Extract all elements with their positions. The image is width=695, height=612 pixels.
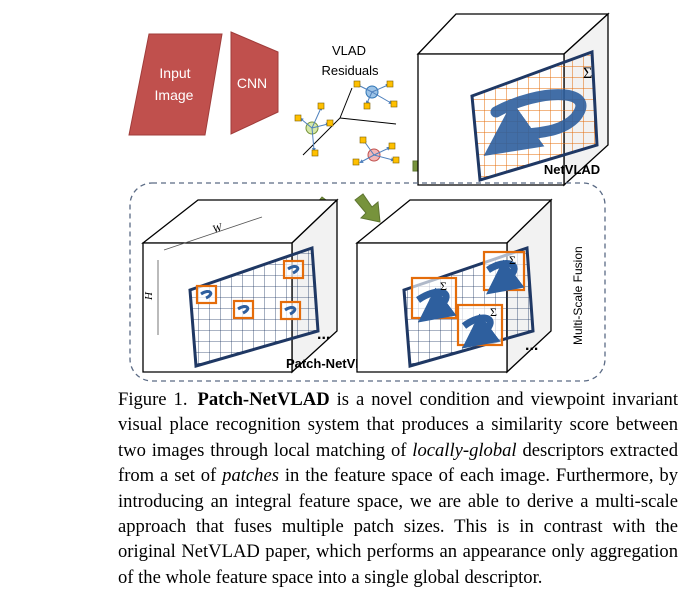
ellipsis-right: ... bbox=[525, 337, 538, 354]
height-label: H bbox=[143, 291, 155, 301]
patch-box-large: Σ Σ Σ ... bbox=[355, 198, 553, 374]
figure-caption: Figure 1. Patch-NetVLAD is a novel condit… bbox=[118, 387, 678, 590]
caption-label: Figure 1. bbox=[118, 389, 188, 410]
sum-symbol-2: Σ bbox=[509, 253, 516, 267]
sum-symbol-1: Σ bbox=[440, 279, 447, 293]
netvlad-label: NetVLAD bbox=[544, 162, 600, 177]
ellipsis-left: ... bbox=[317, 326, 330, 343]
caption-italic-2: patches bbox=[222, 465, 279, 487]
caption-text-3: in the feature space of each image. Furt… bbox=[118, 465, 679, 588]
sum-symbol-3: Σ bbox=[490, 305, 497, 319]
netvlad-box: Σ NetVLAD bbox=[416, 12, 610, 187]
caption-italic-1: locally-global bbox=[412, 439, 517, 461]
caption-bold-term: Patch-NetVLAD bbox=[197, 389, 330, 410]
figure-illustration: Input Image CNN VLAD Residuals bbox=[128, 12, 610, 382]
vlad-label-line2: Residuals bbox=[321, 63, 379, 78]
caption-text-1: is a novel condition and viewpoint invar… bbox=[118, 389, 678, 461]
multiscale-fusion-label: Multi-Scale Fusion bbox=[571, 246, 585, 345]
input-image-block: Input Image bbox=[128, 33, 223, 136]
input-image-label-line1: Input bbox=[159, 65, 190, 81]
arrow-down-right-icon bbox=[354, 193, 381, 223]
caption-text-2: descriptors extracted from a set of bbox=[118, 439, 678, 487]
patch-region-border bbox=[129, 182, 606, 382]
cnn-block: CNN bbox=[230, 31, 279, 135]
vlad-label-line1: VLAD bbox=[332, 43, 366, 58]
input-image-label-line2: Image bbox=[155, 87, 194, 103]
patch-box-small: W H ... bbox=[141, 198, 339, 374]
netvlad-sum-symbol: Σ bbox=[583, 65, 592, 82]
cnn-label: CNN bbox=[237, 75, 267, 91]
vlad-residuals: VLAD Residuals bbox=[294, 43, 400, 166]
